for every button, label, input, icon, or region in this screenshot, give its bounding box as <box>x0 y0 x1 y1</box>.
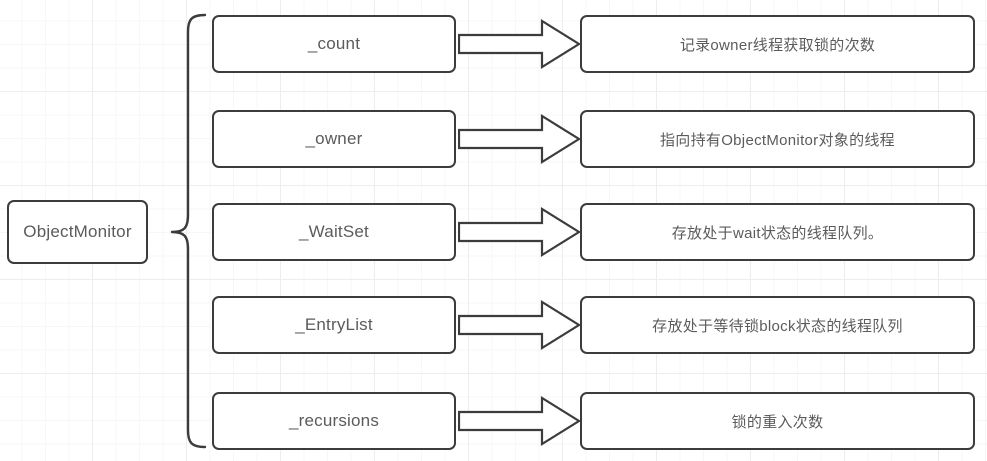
node-object-monitor-label: ObjectMonitor <box>23 222 132 241</box>
node-description-0-label: 记录owner线程获取锁的次数 <box>679 36 876 54</box>
node-field-2-label: _WaitSet <box>299 222 369 241</box>
node-field-0-label: _count <box>307 34 361 53</box>
node-object-monitor[interactable]: ObjectMonitor <box>7 200 148 264</box>
left-curly-brace-icon <box>148 10 210 452</box>
node-field-1[interactable]: _owner <box>212 110 456 168</box>
node-description-4[interactable]: 锁的重入次数 <box>580 392 975 450</box>
block-arrow-right-icon-0 <box>458 18 582 70</box>
node-field-3[interactable]: _EntryList <box>212 296 456 354</box>
block-arrow-right-icon-2 <box>458 206 582 258</box>
node-field-1-label: _owner <box>305 129 363 148</box>
block-arrow-right-icon-3 <box>458 299 582 351</box>
node-description-1-label: 指向持有ObjectMonitor对象的线程 <box>660 131 895 149</box>
node-description-3[interactable]: 存放处于等待锁block状态的线程队列 <box>580 296 975 354</box>
node-description-2[interactable]: 存放处于wait状态的线程队列。 <box>580 203 975 261</box>
node-field-4-label: _recursions <box>288 411 380 430</box>
node-description-3-label: 存放处于等待锁block状态的线程队列 <box>652 317 903 335</box>
node-field-3-label: _EntryList <box>295 315 373 334</box>
block-arrow-right-icon-1 <box>458 113 582 165</box>
node-description-1[interactable]: 指向持有ObjectMonitor对象的线程 <box>580 110 975 168</box>
node-description-2-label: 存放处于wait状态的线程队列。 <box>671 224 884 242</box>
node-field-4[interactable]: _recursions <box>212 392 456 450</box>
node-description-4-label: 锁的重入次数 <box>731 413 824 431</box>
node-field-0[interactable]: _count <box>212 15 456 73</box>
node-description-0[interactable]: 记录owner线程获取锁的次数 <box>580 15 975 73</box>
block-arrow-right-icon-4 <box>458 395 582 447</box>
node-field-2[interactable]: _WaitSet <box>212 203 456 261</box>
